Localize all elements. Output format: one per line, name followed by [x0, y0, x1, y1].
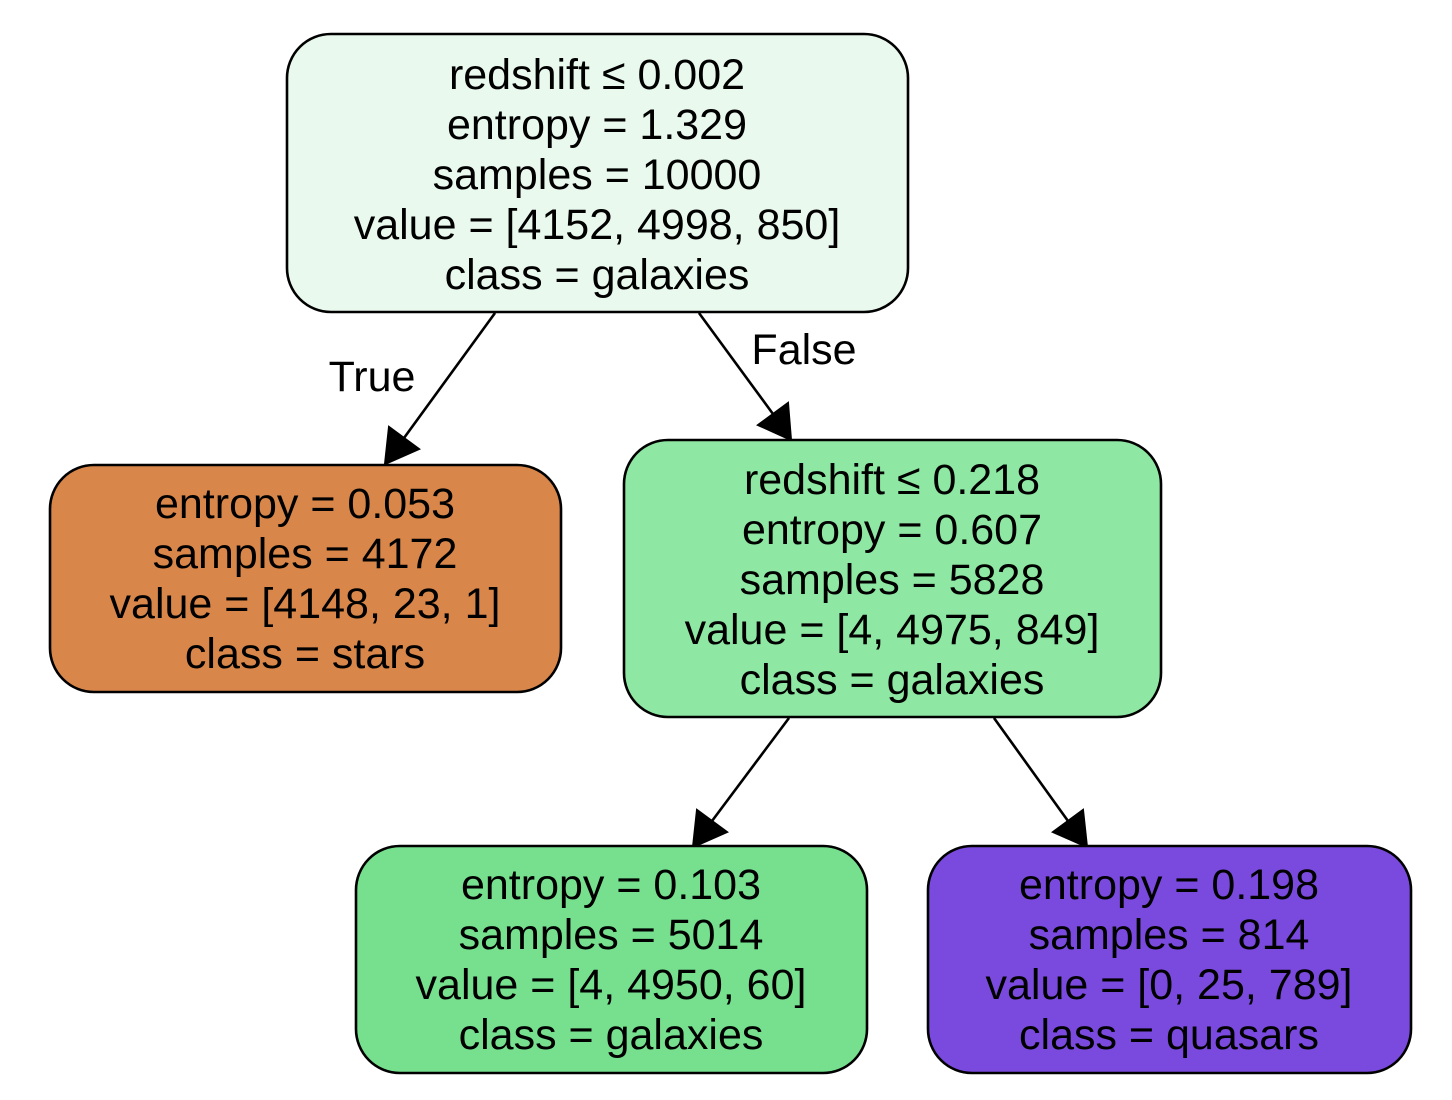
- node-split-right-class: class = galaxies: [740, 656, 1045, 704]
- edge-right-to-galaxies-leaf: [710, 717, 791, 822]
- edge-root-to-left: [402, 312, 497, 439]
- edge-label-false: False: [751, 326, 856, 374]
- node-leaf-galaxies-value: value = [4, 4950, 60]: [416, 961, 807, 1009]
- node-leaf-galaxies-entropy: entropy = 0.103: [461, 861, 761, 909]
- arrow-head-root-to-right: [756, 401, 793, 442]
- node-leaf-quasars-class: class = quasars: [1019, 1011, 1319, 1059]
- node-split-right-value: value = [4, 4975, 849]: [685, 606, 1100, 654]
- node-root-value: value = [4152, 4998, 850]: [354, 201, 841, 249]
- edge-label-true: True: [329, 353, 416, 401]
- node-root-class: class = galaxies: [445, 251, 750, 299]
- node-leaf-stars: entropy = 0.053 samples = 4172 value = […: [48, 463, 563, 694]
- node-split-right-entropy: entropy = 0.607: [742, 506, 1042, 554]
- arrow-head-root-to-left: [383, 425, 421, 466]
- arrow-head-right-to-quasars-leaf: [1051, 808, 1089, 849]
- node-root-split-rule: redshift ≤ 0.002: [449, 51, 745, 99]
- node-leaf-galaxies: entropy = 0.103 samples = 5014 value = […: [354, 844, 869, 1075]
- node-leaf-stars-class: class = stars: [185, 630, 425, 678]
- edge-right-to-quasars-leaf: [992, 717, 1070, 822]
- node-leaf-stars-value: value = [4148, 23, 1]: [110, 580, 501, 628]
- node-leaf-quasars-samples: samples = 814: [1029, 911, 1310, 959]
- edges: True False: [329, 312, 1089, 849]
- node-split-right: redshift ≤ 0.218 entropy = 0.607 samples…: [622, 438, 1163, 719]
- node-leaf-quasars-entropy: entropy = 0.198: [1019, 861, 1319, 909]
- node-leaf-galaxies-box: [354, 844, 869, 1075]
- arrow-head-right-to-galaxies-leaf: [691, 808, 729, 849]
- node-leaf-galaxies-class: class = galaxies: [459, 1011, 764, 1059]
- node-leaf-stars-samples: samples = 4172: [153, 530, 458, 578]
- edge-root-to-right: [697, 312, 775, 415]
- node-leaf-stars-entropy: entropy = 0.053: [155, 480, 455, 528]
- node-leaf-quasars: entropy = 0.198 samples = 814 value = [0…: [926, 844, 1413, 1075]
- node-leaf-quasars-box: [926, 844, 1413, 1075]
- node-split-right-rule: redshift ≤ 0.218: [744, 456, 1040, 504]
- node-root-samples: samples = 10000: [433, 151, 762, 199]
- node-leaf-stars-box: [48, 463, 563, 694]
- node-split-right-samples: samples = 5828: [740, 556, 1045, 604]
- node-leaf-quasars-value: value = [0, 25, 789]: [986, 961, 1353, 1009]
- node-leaf-galaxies-samples: samples = 5014: [459, 911, 764, 959]
- node-split-right-box: [622, 438, 1163, 719]
- node-root-entropy: entropy = 1.329: [447, 101, 747, 149]
- node-root-box: [285, 32, 910, 314]
- node-root: redshift ≤ 0.002 entropy = 1.329 samples…: [285, 32, 910, 314]
